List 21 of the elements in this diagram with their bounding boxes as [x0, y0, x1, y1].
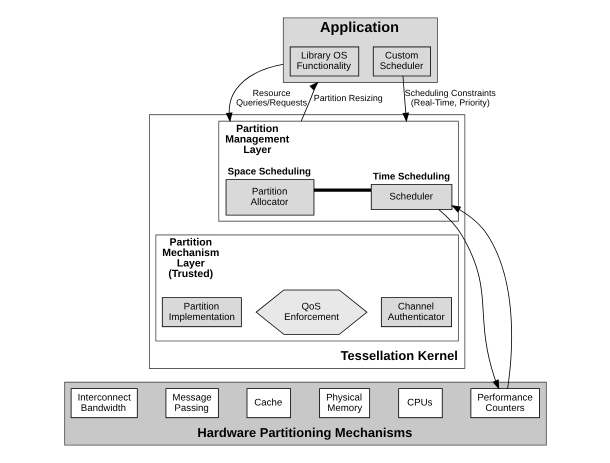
node-box: Cache — [246, 388, 290, 418]
node-box: Message Passing — [165, 388, 218, 418]
arrow — [438, 209, 499, 390]
node-box: Custom Scheduler — [372, 46, 430, 76]
connector — [313, 188, 371, 192]
node-box: Library OS Functionality — [289, 46, 359, 76]
arrow — [225, 64, 284, 122]
node-box: Performance Counters — [470, 388, 540, 418]
node-box: Channel Authenticator — [380, 297, 452, 328]
arrow — [300, 82, 318, 122]
arrow — [450, 205, 512, 390]
edge-label: Scheduling Constraints (Real-Time, Priority) — [404, 88, 496, 108]
node-box: Physical Memory — [318, 388, 370, 418]
node-box: CPUs — [398, 388, 442, 418]
node-box: Interconnect Bandwidth — [70, 388, 138, 418]
node-box: Partition Implementation — [161, 297, 242, 328]
edge-label: Resource Queries/Requests — [236, 88, 307, 108]
arrow — [402, 76, 409, 122]
node-label: Time Scheduling — [372, 171, 450, 182]
edge-label: Partition Resizing — [313, 92, 382, 103]
node-label: Space Scheduling — [227, 166, 310, 178]
